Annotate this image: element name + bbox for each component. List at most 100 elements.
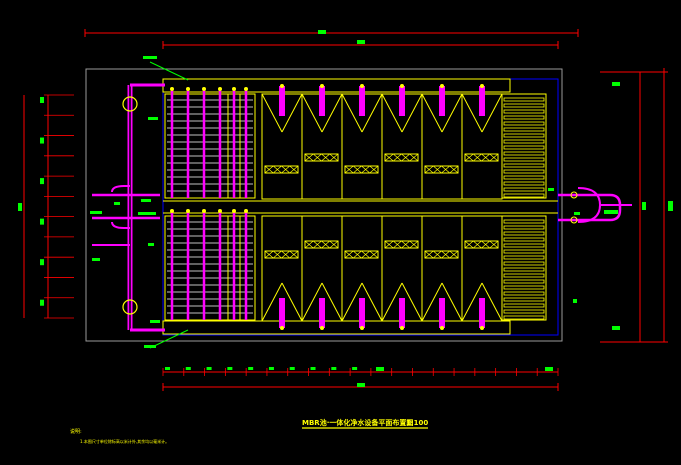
hopper-r-bottom-3 (401, 282, 423, 322)
diffuser-x2-bottom-4-3 (449, 250, 459, 259)
diffuser-x2-top-4-1 (433, 165, 442, 174)
diffuser-x2-bottom-0-1 (273, 250, 282, 259)
left-bend-upper (111, 185, 130, 193)
top-channel (162, 78, 511, 93)
right-outlet-loop (558, 193, 622, 222)
pump-circle-bottom (122, 299, 138, 315)
bottom-dim-text-1 (185, 367, 191, 370)
drawing-scale: 1:100 (406, 419, 428, 427)
green-tag-3 (90, 211, 102, 214)
riser-bottom-5 (479, 298, 485, 328)
bottom-dim-text-4 (248, 367, 254, 370)
grating-bar-top-98 (503, 97, 545, 102)
diffuser-x2-top-0-3 (289, 165, 299, 174)
diffuser-x2-top-1-0 (304, 153, 314, 162)
notes-label: 说明: (70, 428, 82, 435)
diffuser-x2-bottom-3-2 (401, 240, 410, 249)
diffuser-x2-top-3-1 (393, 153, 402, 162)
diffuser-x2-bottom-5-1 (473, 240, 482, 249)
diffuser-bottom-5 (464, 240, 499, 249)
green-tag-5 (92, 258, 100, 261)
annotation-labels (90, 56, 618, 349)
grating-bar-bottom-286 (503, 285, 545, 290)
diffuser-bottom-2 (344, 250, 379, 259)
green-tag-2 (141, 199, 151, 202)
diffuser-x2-bottom-0-0 (264, 250, 274, 259)
green-tag-7 (144, 345, 156, 348)
membrane-modules (261, 84, 503, 330)
grating-bar-bottom-244 (503, 243, 545, 248)
grating-bar-top-194 (503, 193, 545, 198)
diffuser-x2-top-5-1 (473, 153, 482, 162)
valve-right-bottom (570, 216, 578, 224)
leader-bottom (149, 329, 189, 349)
bottom-channel (162, 320, 511, 335)
top-dim-text-outer (318, 30, 326, 34)
diffuser-top-2 (344, 165, 379, 174)
drawing-title: MBR池·一体化净水设备平面布置图 (302, 418, 413, 427)
grating-bar-top-128 (503, 127, 545, 132)
hopper-r-top-4 (441, 93, 463, 133)
diffuser-x2-bottom-4-0 (424, 250, 434, 259)
hopper-l-bottom-3 (381, 282, 403, 322)
grating-bar-top-146 (503, 145, 545, 150)
diffuser-x2-bottom-1-3 (329, 240, 339, 249)
hopper-r-top-1 (321, 93, 343, 133)
riser-cap-bottom-4 (440, 326, 444, 330)
diffuser-top-0 (264, 165, 299, 174)
green-tag-9 (574, 212, 580, 215)
diffuser-x2-top-1-2 (321, 153, 330, 162)
diffuser-x2-bottom-1-1 (313, 240, 322, 249)
riser-cap-top-0 (280, 84, 284, 88)
grating-bar-bottom-232 (503, 231, 545, 236)
diffuser-x2-bottom-4-1 (433, 250, 442, 259)
grating-bar-top-170 (503, 169, 545, 174)
diffuser-bottom-3 (384, 240, 419, 249)
diffuser-top-3 (384, 153, 419, 162)
diffuser-x2-bottom-2-0 (344, 250, 354, 259)
riser-bottom-4 (439, 298, 445, 328)
right-grating-bank (501, 93, 547, 321)
hopper-r-top-5 (481, 93, 503, 133)
filter-rod-cap-bottom-3 (218, 209, 222, 213)
diffuser-top-1 (304, 153, 339, 162)
diffuser-x2-top-0-2 (281, 165, 290, 174)
grating-bar-bottom-298 (503, 297, 545, 302)
grating-bar-top-152 (503, 151, 545, 156)
note-line-1: 1.本图尺寸单位除标高以米计外,其余均以毫米计。 (80, 438, 169, 444)
right-inner-loop (577, 187, 601, 223)
right-dim-text-bottom (612, 326, 620, 330)
grating-bar-top-116 (503, 115, 545, 120)
grating-bar-bottom-292 (503, 291, 545, 296)
grating-bar-top-122 (503, 121, 545, 126)
hopper-r-bottom-5 (481, 282, 503, 322)
diffuser-x2-top-1-1 (313, 153, 322, 162)
left-dim-text-outer (18, 203, 22, 211)
hopper-l-top-0 (261, 93, 283, 133)
grating-bar-top-134 (503, 133, 545, 138)
hopper-l-bottom-5 (461, 282, 483, 322)
grating-bar-top-188 (503, 187, 545, 192)
grating-bar-bottom-268 (503, 267, 545, 272)
green-tag-13 (114, 202, 120, 205)
left-dim-tick-text-6 (40, 218, 44, 225)
green-tag-10 (604, 210, 618, 214)
grating-bar-bottom-304 (503, 303, 545, 308)
grating-bar-bottom-220 (503, 219, 545, 224)
riser-bottom-3 (399, 298, 405, 328)
diffuser-x2-bottom-5-2 (481, 240, 490, 249)
left-dim-tick-text-0 (40, 97, 44, 103)
diffuser-x2-top-1-3 (329, 153, 339, 162)
riser-cap-bottom-2 (360, 326, 364, 330)
diffuser-x2-top-5-0 (464, 153, 474, 162)
left-dim-tick-text-2 (40, 137, 44, 144)
riser-cap-bottom-1 (320, 326, 324, 330)
right-dim-text-1 (642, 202, 646, 210)
filter-rod-cap-top-2 (202, 87, 206, 91)
diffuser-x2-bottom-1-2 (321, 240, 330, 249)
diffuser-x2-bottom-1-0 (304, 240, 314, 249)
hopper-l-top-2 (341, 93, 363, 133)
diffuser-x2-top-2-2 (361, 165, 370, 174)
bottom-dim-text-7 (310, 367, 316, 370)
